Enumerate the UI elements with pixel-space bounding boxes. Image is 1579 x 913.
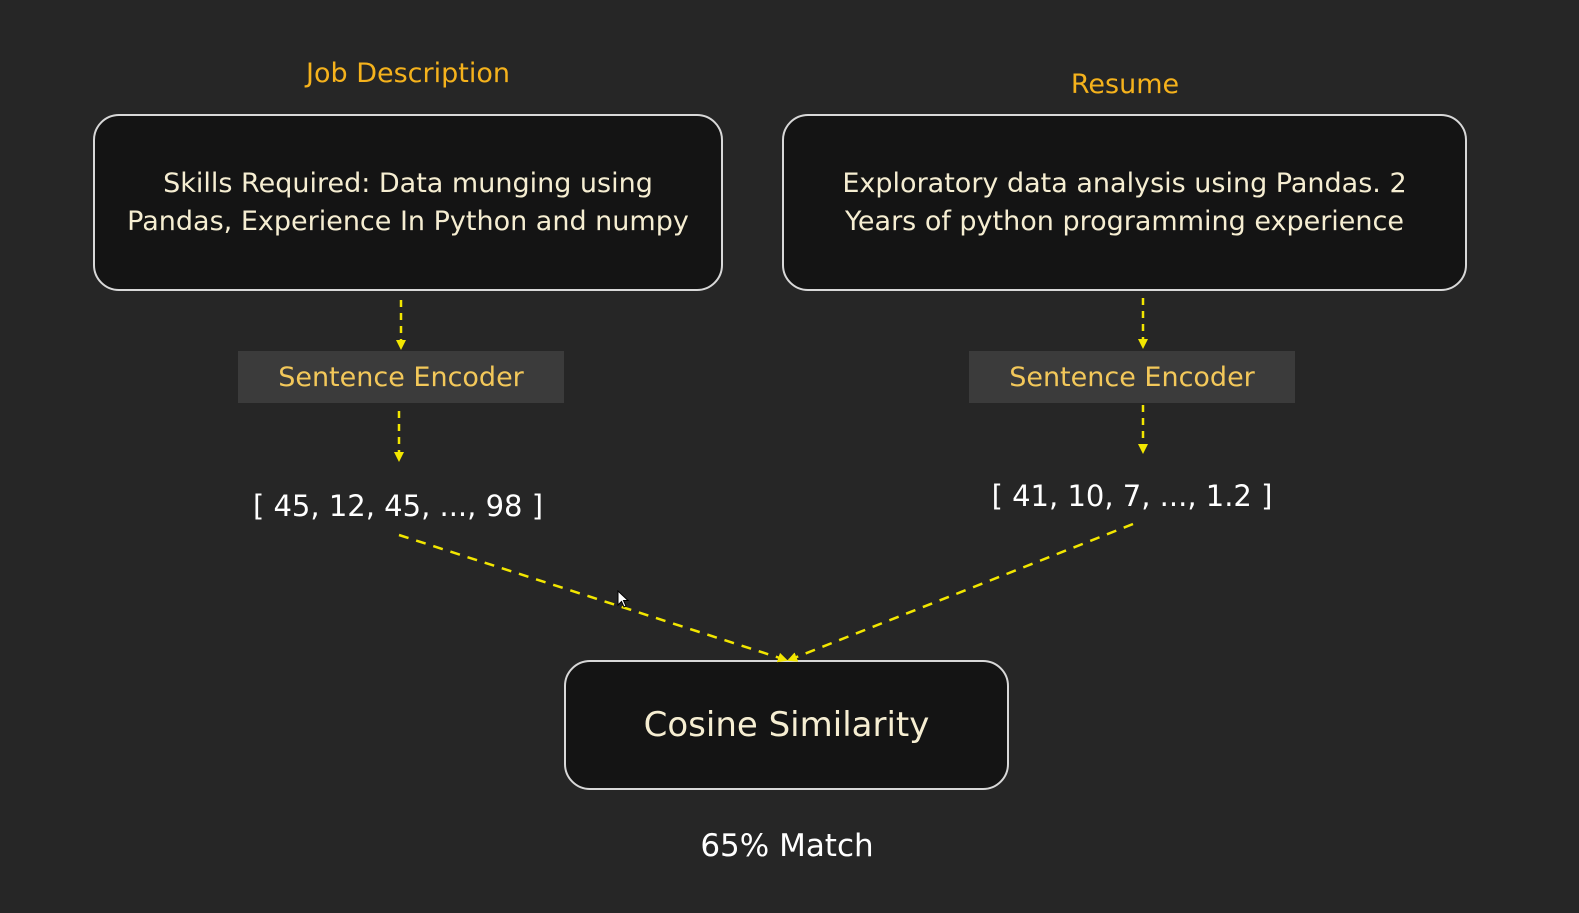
job-description-vector: [ 45, 12, 45, ..., 98 ] — [252, 489, 544, 523]
left-sentence-encoder: Sentence Encoder — [238, 351, 564, 403]
resume-text: Exploratory data analysis using Pandas. … — [842, 167, 1407, 237]
cosine-similarity-label: Cosine Similarity — [643, 705, 930, 745]
right-sentence-encoder: Sentence Encoder — [969, 351, 1295, 403]
job-description-box: Skills Required: Data munging using Pand… — [93, 114, 723, 291]
job-description-text: Skills Required: Data munging using Pand… — [127, 167, 689, 237]
arrow-right-vector-to-similarity — [787, 522, 1134, 662]
job-description-heading: Job Description — [306, 58, 510, 89]
arrow-left-vector-to-similarity — [398, 533, 788, 663]
resume-vector: [ 41, 10, 7, ..., 1.2 ] — [991, 479, 1273, 513]
cosine-similarity-box: Cosine Similarity — [564, 660, 1009, 790]
mouse-pointer-icon — [617, 590, 630, 608]
resume-box: Exploratory data analysis using Pandas. … — [782, 114, 1467, 291]
match-result: 65% Match — [700, 828, 874, 864]
resume-heading: Resume — [1070, 69, 1180, 100]
right-encoder-label: Sentence Encoder — [1009, 361, 1255, 393]
left-encoder-label: Sentence Encoder — [278, 361, 524, 393]
